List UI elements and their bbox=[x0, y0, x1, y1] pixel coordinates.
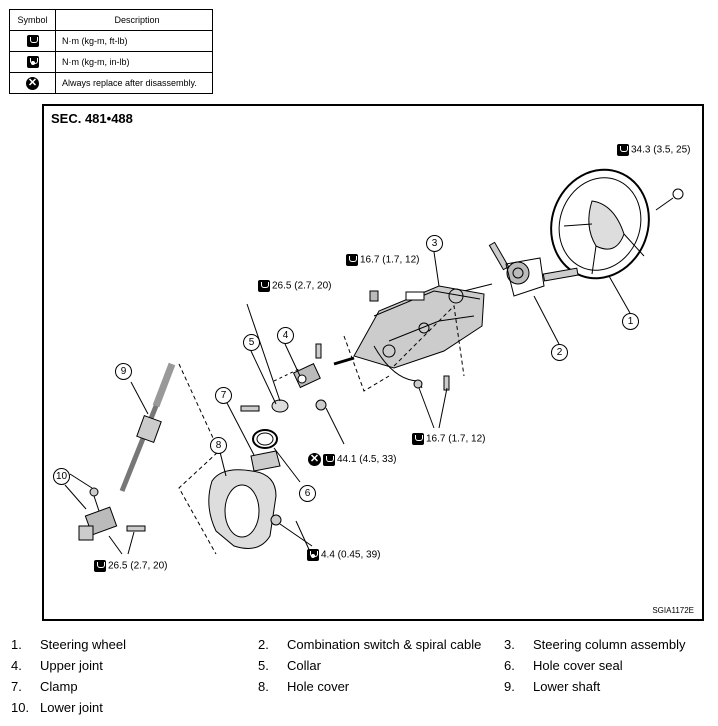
legend-desc-replace: Always replace after disassembly. bbox=[55, 72, 213, 94]
torque-wrench-icon bbox=[258, 280, 270, 292]
torque-upper-joint-bolt: 26.5 (2.7, 20) bbox=[258, 280, 331, 292]
callout-7: 7 bbox=[215, 387, 232, 404]
torque-joint-nut: ✕44.1 (4.5, 33) bbox=[308, 453, 397, 466]
callout-3: 3 bbox=[426, 235, 443, 252]
torque-column-upper-bolt: 16.7 (1.7, 12) bbox=[346, 254, 419, 266]
torque-wrench-icon bbox=[26, 35, 39, 47]
torque-lower-joint-bolt: 26.5 (2.7, 20) bbox=[94, 560, 167, 572]
callout-8: 8 bbox=[210, 437, 227, 454]
combination-switch-drawing bbox=[443, 241, 579, 297]
lower-joint-drawing bbox=[69, 473, 146, 555]
legend-header-description: Description bbox=[55, 9, 213, 31]
callout-2: 2 bbox=[551, 344, 568, 361]
callout-5: 5 bbox=[243, 334, 260, 351]
torque-wrench-icon bbox=[94, 560, 106, 572]
legend-desc-ftlb: N·m (kg-m, ft-lb) bbox=[55, 30, 213, 52]
steering-wheel-drawing bbox=[550, 168, 684, 280]
torque-wrench-small-icon bbox=[307, 549, 319, 561]
callout-9: 9 bbox=[115, 363, 132, 380]
torque-column-lower-bolts: 16.7 (1.7, 12) bbox=[412, 433, 485, 445]
section-label: SEC. 481•488 bbox=[51, 111, 133, 126]
callout-4: 4 bbox=[277, 327, 294, 344]
figure-id: SGIA1172E bbox=[652, 606, 694, 615]
legend-header-symbol: Symbol bbox=[9, 9, 56, 31]
torque-wrench-icon bbox=[412, 433, 424, 445]
callout-1: 1 bbox=[622, 313, 639, 330]
torque-wrench-icon bbox=[346, 254, 358, 266]
replace-x-icon: ✕ bbox=[26, 76, 39, 90]
diagram-frame: SEC. 481•488 bbox=[42, 104, 704, 621]
callout-6: 6 bbox=[299, 485, 316, 502]
steering-column-exploded-view bbox=[64, 168, 684, 557]
leader-lines bbox=[64, 251, 631, 547]
callout-10: 10 bbox=[53, 468, 70, 485]
hole-cover-drawing bbox=[208, 429, 313, 557]
legend-desc-inlb: N·m (kg-m, in-lb) bbox=[55, 51, 213, 73]
steering-column-drawing bbox=[333, 285, 485, 392]
torque-wrench-icon bbox=[617, 144, 629, 156]
symbol-legend-table: Symbol Description N·m (kg-m, ft-lb) N·m… bbox=[9, 9, 213, 94]
torque-hole-cover-nut: 4.4 (0.45, 39) bbox=[307, 549, 380, 561]
torque-wrench-icon bbox=[323, 453, 335, 466]
lower-shaft-drawing bbox=[119, 362, 220, 555]
torque-wrench-small-icon bbox=[26, 56, 39, 68]
replace-x-icon: ✕ bbox=[308, 453, 321, 466]
torque-wheel-nut: 34.3 (3.5, 25) bbox=[617, 144, 690, 156]
